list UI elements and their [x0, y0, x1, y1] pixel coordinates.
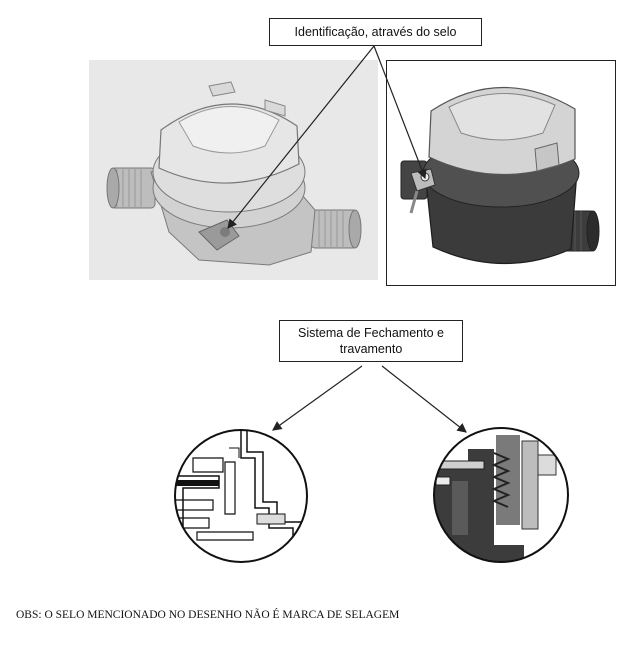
meter-light-view [89, 60, 378, 280]
arrow-to-right-detail [381, 365, 467, 433]
meter-light-illustration [106, 81, 362, 266]
closing-detail-dark [432, 425, 570, 565]
seal-note: OBS: O SELO MENCIONADO NO DESENHO NÃO É … [16, 609, 400, 621]
closing-system-label: Sistema de Fechamento e travamento [279, 320, 463, 362]
closing-system-label-line1: Sistema de Fechamento e [298, 326, 444, 340]
arrow-to-right-seal [373, 45, 427, 180]
closing-detail-light-drawing [174, 429, 308, 563]
identification-label: Identificação, através do selo [269, 18, 482, 46]
meter-dark-illustration [400, 86, 600, 265]
arrow-to-left-seal [227, 45, 375, 229]
arrow-to-left-detail [272, 365, 363, 431]
closing-system-label-line2: travamento [339, 342, 403, 356]
closing-detail-light [173, 428, 309, 564]
closing-detail-dark-drawing [433, 427, 569, 563]
